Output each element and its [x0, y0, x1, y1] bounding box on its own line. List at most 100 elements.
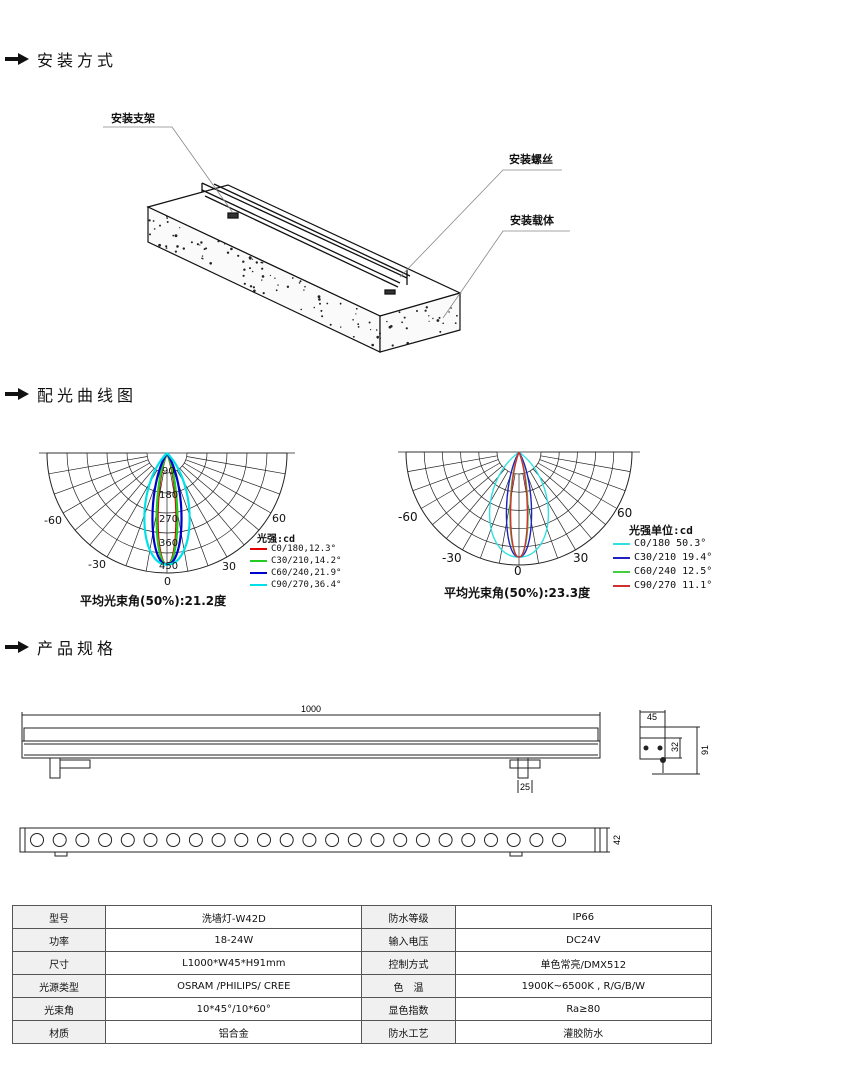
speckle: [299, 280, 302, 283]
spec-label: 功率: [11, 928, 107, 952]
speckle: [390, 325, 393, 328]
speckle: [379, 337, 381, 339]
led-lens: [506, 833, 521, 847]
spec-label: 光束角: [11, 997, 107, 1021]
speckle: [261, 275, 265, 278]
speckle: [166, 221, 169, 223]
spec-label: 色 温: [361, 974, 456, 998]
speckle: [159, 224, 161, 227]
speckle: [432, 317, 434, 320]
speckle: [317, 295, 321, 299]
speckle: [261, 279, 263, 281]
speckle: [386, 320, 388, 323]
speckle: [199, 244, 201, 246]
speckle: [379, 332, 381, 335]
section-title: 产品规格: [37, 639, 118, 658]
grid-radial: [480, 472, 512, 559]
label-screw: 安装螺丝: [509, 153, 553, 166]
led-lens: [438, 833, 453, 847]
speckle: [321, 315, 324, 318]
speckle: [179, 227, 181, 229]
speckle: [274, 277, 276, 279]
speckle: [251, 270, 254, 273]
grid-radial: [184, 462, 272, 514]
radial-label: 450: [159, 561, 179, 572]
speckle: [224, 243, 226, 245]
grid-ring: [442, 451, 596, 529]
radial-label: 90: [162, 466, 175, 477]
speckle: [450, 307, 452, 309]
speckle: [260, 261, 263, 264]
led-lens: [75, 833, 90, 847]
speckle: [303, 289, 305, 291]
spec-value: 18-24W: [105, 928, 363, 952]
speckle: [209, 262, 212, 265]
grid-ring: [496, 451, 542, 475]
led-lens: [370, 833, 385, 847]
grid-radial: [432, 465, 503, 525]
speckle: [174, 250, 177, 253]
spec-value: IP66: [454, 905, 713, 929]
spec-label: 显色指数: [361, 997, 456, 1021]
speckle: [320, 309, 323, 312]
dim-width: 45: [647, 712, 657, 722]
speckle: [340, 326, 342, 328]
speckle: [416, 310, 418, 312]
speckle: [405, 327, 408, 330]
spec-value: Ra≥80: [454, 997, 713, 1021]
angle-label: -30: [88, 558, 106, 571]
led-lens: [393, 833, 408, 847]
led-lens: [279, 833, 294, 847]
grid-radial: [446, 468, 506, 539]
led-lens: [529, 833, 544, 847]
led-lens: [461, 833, 476, 847]
angle-label: 30: [573, 551, 589, 565]
speckle: [406, 341, 410, 345]
speckle: [243, 268, 246, 271]
grid-radial: [532, 468, 592, 539]
legend-item: C90/270,36.4°: [250, 580, 341, 590]
dim-bracket: 25: [520, 782, 530, 792]
grid-ring: [460, 451, 578, 511]
speckle: [165, 247, 168, 249]
led-lens: [415, 833, 430, 847]
speckle: [262, 292, 265, 295]
install-diagram: [103, 126, 570, 353]
speckle: [456, 314, 458, 317]
grid-ring: [86, 452, 248, 534]
speckle: [398, 311, 401, 314]
led-lens: [188, 833, 203, 847]
angle-label: 30: [222, 560, 236, 573]
led-lens: [211, 833, 226, 847]
grid-radial: [420, 462, 501, 509]
angle-label: 60: [272, 512, 286, 525]
speckle: [439, 330, 442, 333]
led-lens: [302, 833, 317, 847]
speckle: [300, 308, 303, 311]
grid-ring: [423, 451, 615, 548]
grid-radial: [499, 473, 516, 564]
grid-radial: [179, 468, 245, 546]
speckle: [428, 315, 430, 317]
speckle: [368, 321, 371, 324]
grid-radial: [462, 470, 509, 551]
polar-chart-2: [398, 451, 640, 566]
arrow-right-icon: [5, 388, 29, 400]
spec-row: 材质铝合金防水工艺灌胶防水: [11, 1020, 713, 1044]
dim-height: 91: [700, 745, 710, 755]
legend-item: C0/180,12.3°: [250, 544, 336, 554]
led-lens: [325, 833, 340, 847]
speckle: [448, 311, 450, 313]
angle-label: -60: [44, 514, 62, 527]
angle-label: 0: [164, 575, 171, 588]
spec-label: 型号: [11, 905, 107, 929]
speckle: [326, 302, 329, 305]
led-lens: [120, 833, 135, 847]
grid-radial: [62, 462, 150, 514]
grid-ring: [146, 452, 188, 474]
spec-value: OSRAM /PHILIPS/ CREE: [105, 974, 363, 998]
